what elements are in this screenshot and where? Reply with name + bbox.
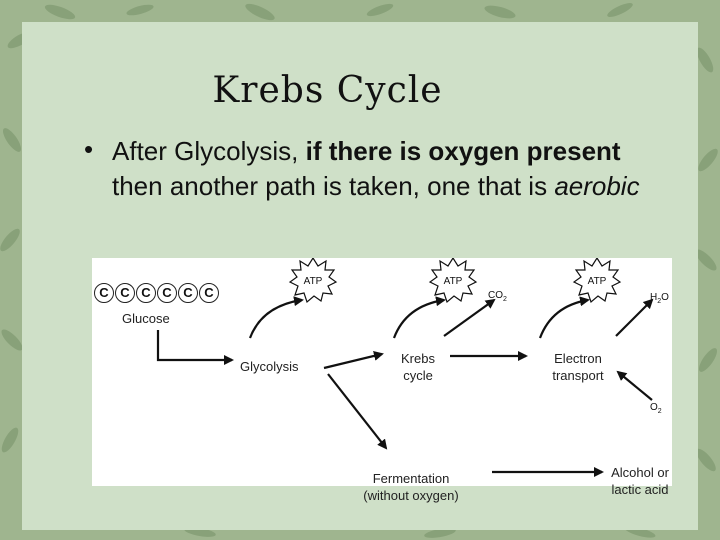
arrow-glucose-to-glycolysis <box>158 330 232 360</box>
atp-curve-arrow-3 <box>540 300 588 338</box>
carbon-atom: C <box>115 283 135 303</box>
atp-curve-arrow-1 <box>250 300 302 338</box>
atp-text-3: ATP <box>588 276 607 287</box>
electron-transport-label: Electron transport <box>548 350 608 384</box>
arrow-glycolysis-to-krebs <box>324 354 382 368</box>
carbon-atom: C <box>157 283 177 303</box>
bullet-text-part-1: After Glycolysis, <box>112 136 306 166</box>
carbon-atom: C <box>199 283 219 303</box>
co2-arrow <box>444 300 494 336</box>
bullet-text-bold: if there is oxygen present <box>306 136 621 166</box>
fermentation-label-line-2: (without oxygen) <box>358 487 464 504</box>
fermentation-label: Fermentation (without oxygen) <box>358 470 464 504</box>
arrow-glycolysis-to-fermentation <box>328 374 386 448</box>
alcohol-lactic-acid-label: Alcohol or lactic acid <box>608 464 672 498</box>
slide-title: Krebs Cycle <box>0 70 655 111</box>
o2-label: O2 <box>650 402 662 415</box>
glucose-label: Glucose <box>122 310 170 327</box>
electron-label-line-2: transport <box>548 367 608 384</box>
electron-label-line-1: Electron <box>548 350 608 367</box>
h2o-arrow <box>616 300 652 336</box>
glycolysis-label: Glycolysis <box>240 358 299 375</box>
krebs-cycle-label: Krebs cycle <box>398 350 438 384</box>
alcohol-label-line-2: lactic acid <box>608 481 672 498</box>
atp-text-1: ATP <box>304 276 323 287</box>
o2-arrow <box>618 372 652 400</box>
krebs-label-line-1: Krebs <box>398 350 438 367</box>
atp-curve-arrow-2 <box>394 300 444 338</box>
bullet-text-part-2: then another path is taken, one that is <box>112 171 554 201</box>
fermentation-label-line-1: Fermentation <box>358 470 464 487</box>
krebs-label-line-2: cycle <box>398 367 438 384</box>
alcohol-label-line-1: Alcohol or <box>608 464 672 481</box>
carbon-atom: C <box>178 283 198 303</box>
atp-text-2: ATP <box>444 276 463 287</box>
carbon-atom: C <box>94 283 114 303</box>
bullet-text: After Glycolysis, if there is oxygen pre… <box>112 134 652 204</box>
bullet-text-italic: aerobic <box>554 171 639 201</box>
h2o-label: H2O <box>650 292 669 305</box>
carbon-atom: C <box>136 283 156 303</box>
bullet-symbol: • <box>84 134 93 165</box>
